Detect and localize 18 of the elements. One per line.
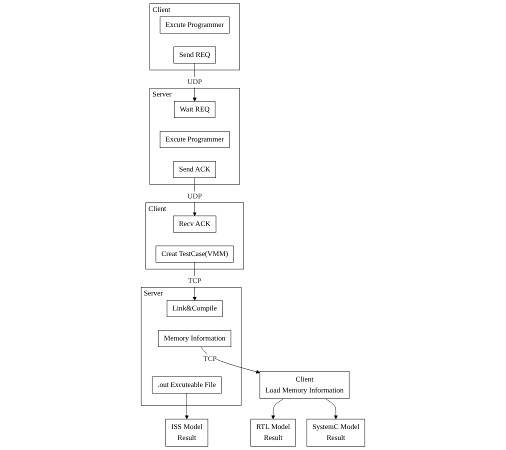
cluster (145, 202, 244, 270)
node-box (165, 418, 208, 447)
node-box (173, 216, 216, 232)
node-box (166, 300, 223, 318)
node-box (174, 101, 216, 118)
node-box (306, 418, 366, 447)
node-box (156, 246, 234, 262)
node-box (152, 376, 222, 394)
node-box (158, 330, 232, 348)
cluster (150, 88, 240, 185)
node-box (160, 16, 230, 34)
node-box (174, 46, 216, 64)
node-box (160, 131, 230, 148)
node-box (250, 418, 296, 447)
node-box (173, 161, 216, 178)
node-box (260, 371, 350, 399)
cluster (150, 3, 240, 70)
cluster (140, 287, 242, 406)
